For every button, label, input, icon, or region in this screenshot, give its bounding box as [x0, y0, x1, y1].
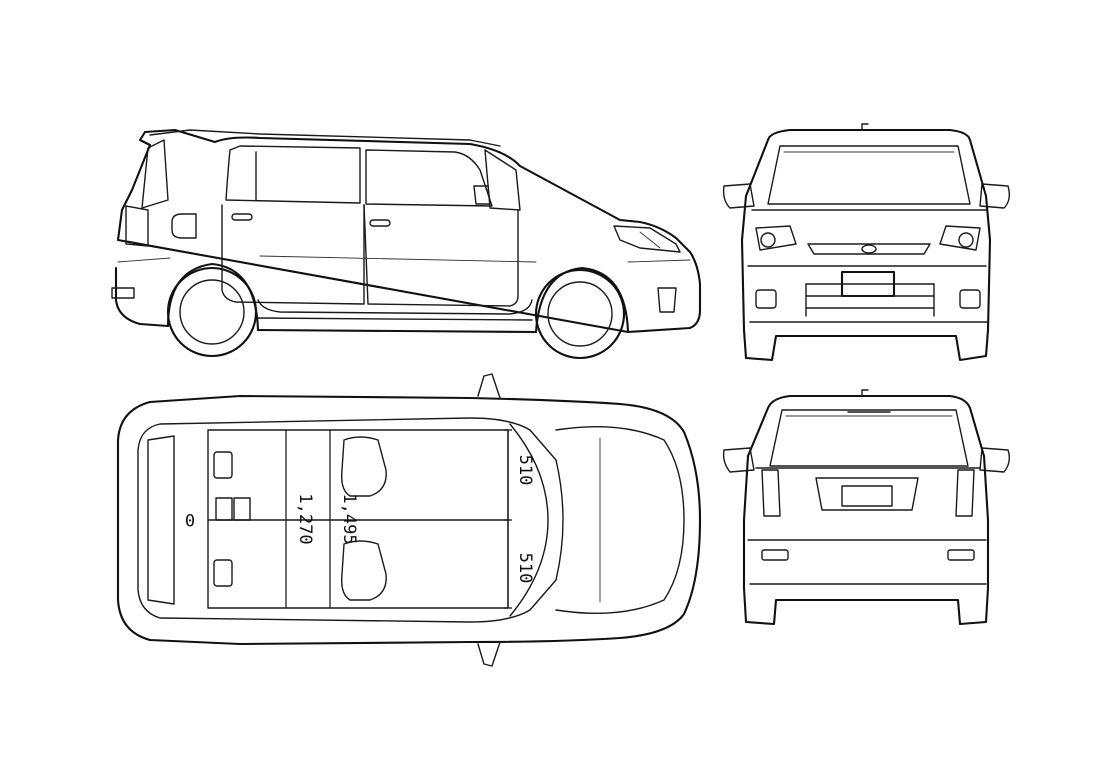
front-view	[722, 123, 1011, 362]
rear-row-dimension: 1,270	[295, 493, 315, 544]
rear-view	[722, 389, 1011, 626]
rear-badge-label: 0	[185, 509, 195, 529]
front-row-dimension: 1,495	[339, 493, 359, 544]
seat-width-left-dimension: 510	[515, 455, 535, 486]
seat-width-right-dimension: 510	[515, 553, 535, 584]
side-view	[111, 128, 702, 360]
top-view: 0 1,270 1,495 510 510	[116, 373, 702, 667]
